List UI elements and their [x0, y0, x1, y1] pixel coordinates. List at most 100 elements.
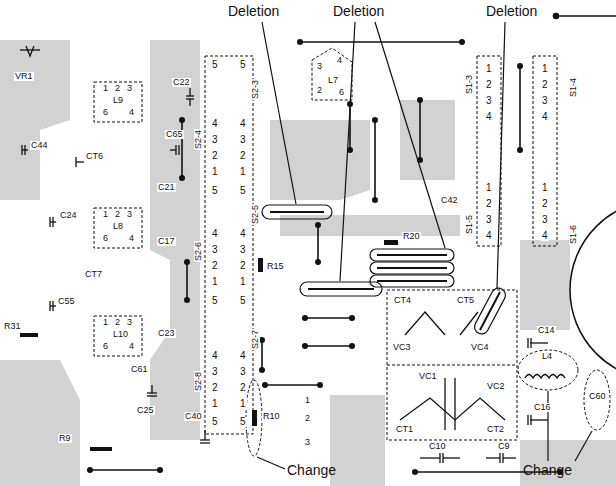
- pin-number: 1: [102, 210, 109, 219]
- part-label: C21: [157, 183, 176, 192]
- part-label: R15: [266, 262, 285, 271]
- pin-number: 1: [211, 277, 219, 287]
- part-label: C65: [165, 130, 184, 139]
- pin-number: 1: [211, 399, 219, 409]
- part-label: L10: [112, 330, 129, 339]
- switch-label: S1-3: [465, 74, 474, 95]
- part-label: R31: [3, 322, 22, 331]
- pin-number: 6: [338, 88, 345, 97]
- pin-number: 4: [485, 231, 493, 241]
- pin-number: 2: [304, 414, 311, 423]
- pin-number: 2: [316, 86, 323, 95]
- callout-text: Deletion: [486, 4, 537, 18]
- switch-label: S2-7: [251, 329, 260, 350]
- pin-number: 2: [211, 383, 219, 393]
- pin-number: 2: [239, 261, 247, 271]
- switch-label: S2-5: [251, 204, 260, 225]
- pin-number: 3: [304, 438, 311, 447]
- pin-number: 4: [211, 229, 219, 239]
- pin-number: 4: [211, 119, 219, 129]
- pin-number: 1: [239, 167, 247, 177]
- pin-number: 3: [211, 135, 219, 145]
- pin-number: 4: [239, 229, 247, 239]
- pin-number: 5: [239, 60, 247, 70]
- pin-number: 2: [485, 80, 493, 90]
- switch-label: S2-3: [251, 79, 260, 100]
- pin-number: 3: [485, 215, 493, 225]
- pin-number: 4: [239, 119, 247, 129]
- pin-number: 4: [239, 351, 247, 361]
- pin-number: 5: [239, 296, 247, 306]
- pin-number: 2: [114, 210, 121, 219]
- pin-number: 4: [336, 56, 343, 65]
- pin-number: 2: [114, 84, 121, 93]
- part-label: CT6: [85, 152, 104, 161]
- part-label: C42: [440, 196, 459, 205]
- part-label: L4: [541, 352, 553, 361]
- pin-number: 3: [211, 245, 219, 255]
- pin-number: 5: [211, 186, 219, 196]
- part-label: CT7: [84, 270, 103, 279]
- callout-text: Change: [523, 463, 572, 477]
- part-label: C9: [497, 442, 511, 451]
- part-label: C44: [30, 141, 49, 150]
- pin-number: 3: [239, 367, 247, 377]
- pin-number: 1: [102, 318, 109, 327]
- pin-number: 2: [239, 151, 247, 161]
- pin-number: 3: [485, 96, 493, 106]
- part-label: C17: [157, 237, 176, 246]
- part-label: C61: [130, 365, 149, 374]
- part-label: R10: [262, 412, 281, 421]
- pin-number: 2: [541, 80, 549, 90]
- callout-text: Change: [287, 463, 336, 477]
- pin-number: 4: [128, 108, 135, 117]
- part-label: VR1: [14, 72, 34, 81]
- pin-number: 3: [126, 84, 133, 93]
- part-label: C16: [533, 403, 552, 412]
- pin-number: 3: [126, 318, 133, 327]
- part-label: VC2: [486, 382, 506, 391]
- pin-number: 3: [541, 215, 549, 225]
- pin-number: 5: [239, 186, 247, 196]
- pin-number: 4: [485, 112, 493, 122]
- pin-number: 3: [239, 245, 247, 255]
- part-label: VC1: [418, 372, 438, 381]
- part-label: C23: [157, 329, 176, 338]
- pin-number: 6: [102, 108, 109, 117]
- switch-label: S1-5: [465, 214, 474, 235]
- pin-number: 4: [128, 342, 135, 351]
- part-label: C40: [184, 412, 203, 421]
- pin-number: 5: [211, 60, 219, 70]
- part-label: C55: [57, 297, 76, 306]
- pin-number: 1: [541, 183, 549, 193]
- pin-number: 6: [102, 234, 109, 243]
- callout-text: Deletion: [333, 4, 384, 18]
- pin-number: 1: [239, 399, 247, 409]
- part-label: CT5: [456, 296, 475, 305]
- part-label: L8: [112, 222, 124, 231]
- switch-label: S1-4: [569, 77, 578, 98]
- pin-number: 5: [211, 296, 219, 306]
- part-label: C25: [136, 406, 155, 415]
- part-label: VC4: [470, 343, 490, 352]
- pin-number: 2: [211, 151, 219, 161]
- pin-number: 1: [485, 64, 493, 74]
- part-label: CT1: [395, 425, 414, 434]
- part-label: L7: [327, 76, 339, 85]
- pin-number: 1: [102, 84, 109, 93]
- pin-number: 3: [211, 367, 219, 377]
- pin-number: 1: [239, 277, 247, 287]
- pin-number: 5: [211, 417, 219, 427]
- pin-number: 2: [541, 199, 549, 209]
- pin-number: 4: [128, 234, 135, 243]
- part-label: CT2: [486, 425, 505, 434]
- pin-number: 4: [211, 351, 219, 361]
- part-label: VC3: [392, 343, 412, 352]
- part-label: R20: [402, 232, 421, 241]
- switch-label: S2-4: [194, 129, 203, 150]
- switch-label: S2-8: [194, 371, 203, 392]
- pin-number: 1: [485, 183, 493, 193]
- pin-number: 3: [316, 62, 323, 71]
- part-label: C10: [428, 442, 447, 451]
